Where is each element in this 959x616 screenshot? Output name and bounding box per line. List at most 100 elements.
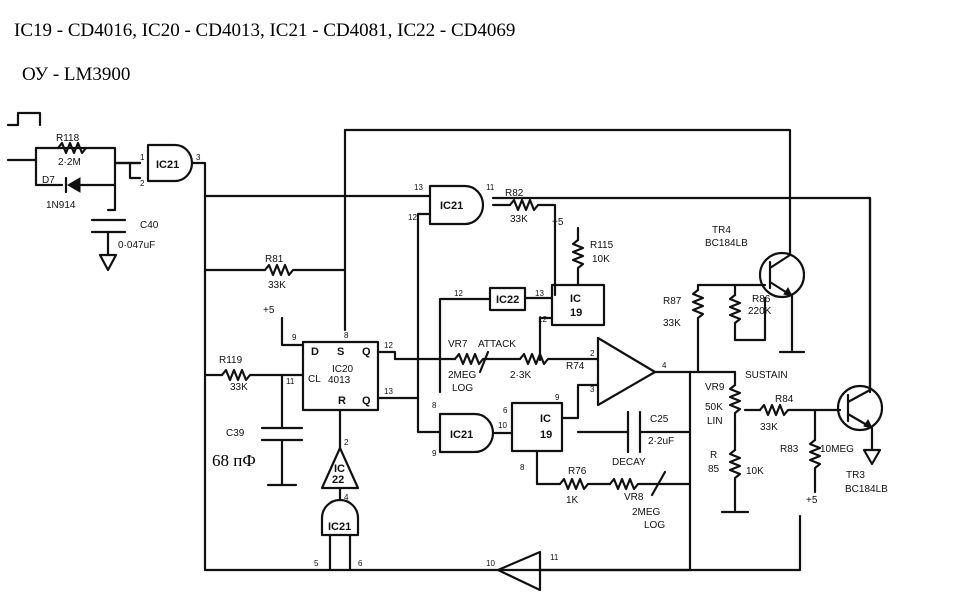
r74-label: R74: [566, 361, 585, 372]
ic19-top: [550, 283, 606, 327]
ic20-d: D: [311, 346, 319, 358]
r82-label: R82: [505, 188, 524, 199]
r84-resistor: [758, 403, 842, 417]
ic19-low-label-b: 19: [540, 429, 552, 441]
svg-text:12: 12: [538, 315, 547, 324]
c39-value-annotation: 68 пФ: [212, 451, 256, 470]
plus5-label-a: +5: [552, 217, 564, 228]
c25-label: C25: [650, 414, 669, 425]
tr4-label: TR4: [712, 225, 731, 236]
svg-text:9: 9: [292, 333, 297, 342]
r119-resistor: [220, 368, 305, 382]
svg-text:11: 11: [486, 183, 495, 192]
ic21-mid-gate: [428, 184, 485, 226]
r83-resistor: [808, 438, 822, 487]
tr3-label: TR3: [846, 470, 865, 481]
attack-label: ATTACK: [478, 339, 516, 350]
c40-label: C40: [140, 220, 159, 231]
tr3-part: BC184LB: [845, 484, 888, 495]
svg-text:13: 13: [384, 387, 393, 396]
r81-value: 33K: [268, 280, 286, 291]
svg-text:10: 10: [498, 421, 507, 430]
ground-tr3: [862, 448, 882, 466]
ic19-low-label-a: IC: [540, 413, 551, 425]
ic21-mid-label: IC21: [440, 200, 463, 212]
pulse-input-symbol: [6, 111, 42, 127]
r86-resistor: [728, 293, 767, 342]
vr9-pot: [728, 383, 742, 432]
r119-label: R119: [219, 355, 243, 366]
svg-text:8: 8: [432, 401, 437, 410]
ic21-top-label: IC21: [156, 159, 179, 171]
r85-value: 10K: [746, 466, 764, 477]
d7-part: 1N914: [46, 200, 76, 211]
d7-label: D7: [42, 175, 55, 186]
vr9-lin: LIN: [707, 416, 723, 427]
opamp-lm3900: [596, 336, 657, 407]
plus5-label-c: +5: [806, 495, 818, 506]
ic20-q: Q: [362, 346, 371, 358]
svg-text:6: 6: [358, 559, 363, 568]
vr8-value: 2MEG: [632, 507, 661, 518]
c40-value: 0·047uF: [118, 240, 155, 251]
plus5-label-b: +5: [263, 305, 275, 316]
ic20-cl: CL: [308, 374, 321, 385]
vr7-label: VR7: [448, 339, 468, 350]
svg-text:4: 4: [344, 493, 349, 502]
decay-label: DECAY: [612, 457, 646, 468]
vr8-label: VR8: [624, 492, 644, 503]
r81-label: R81: [265, 254, 284, 265]
r118-value: 2·2M: [58, 157, 81, 168]
ground-c40: [98, 253, 118, 272]
vr8-pot: [608, 477, 692, 491]
ic21-low-label: IC21: [450, 429, 473, 441]
input-network: [6, 141, 142, 272]
r115-resistor: [571, 238, 585, 287]
ic21-top-gate: [146, 143, 194, 183]
r118-label: R118: [56, 133, 80, 144]
svg-text:6: 6: [503, 406, 508, 415]
ic21-lower-gate: [438, 412, 495, 454]
r115-value: 10K: [592, 254, 610, 265]
tr3-transistor: [836, 384, 884, 432]
ic21-bottom-gate: [320, 498, 360, 537]
r83-value: 10MEG: [820, 444, 854, 455]
r85-resistor: [728, 448, 742, 512]
svg-text:2: 2: [344, 438, 349, 447]
r115-label: R115: [590, 240, 614, 251]
ic20-label: IC20: [332, 364, 354, 375]
r86-label: R86: [752, 294, 771, 305]
ic20-s: S: [337, 346, 344, 358]
vr8-log: LOG: [644, 520, 665, 531]
header-ic-list: IC19 - CD4016, IC20 - CD4013, IC21 - CD4…: [14, 20, 516, 41]
header-opamp-note: ОУ - LM3900: [22, 64, 131, 85]
svg-text:13: 13: [414, 183, 423, 192]
r84-label: R84: [775, 394, 794, 405]
svg-text:8: 8: [520, 463, 525, 472]
r85-label-b: 85: [708, 464, 720, 475]
ic19-top-label-a: IC: [570, 293, 581, 305]
ic20-r: R: [338, 395, 346, 407]
ic22-bottom-label-a: IC: [334, 463, 345, 475]
vr9-label: VR9: [705, 382, 725, 393]
svg-text:8: 8: [344, 331, 349, 340]
ic20-part: 4013: [328, 375, 351, 386]
r82-resistor: [508, 198, 557, 297]
svg-text:11: 11: [550, 553, 559, 562]
ic22-mid-inverter: [488, 286, 527, 312]
ic21-bottom-label: IC21: [328, 521, 351, 533]
r87-value: 33K: [663, 318, 681, 329]
svg-text:10: 10: [486, 559, 495, 568]
ic22-mid-label: IC22: [496, 294, 519, 306]
sustain-label: SUSTAIN: [745, 370, 788, 381]
svg-text:3: 3: [590, 385, 595, 394]
svg-text:9: 9: [555, 393, 560, 402]
r83-label: R83: [780, 444, 799, 455]
r76-label: R76: [568, 466, 587, 477]
svg-text:12: 12: [408, 213, 417, 222]
r85-label-a: R: [710, 450, 717, 461]
svg-text:1: 1: [140, 153, 145, 162]
vr9-value: 50K: [705, 402, 723, 413]
